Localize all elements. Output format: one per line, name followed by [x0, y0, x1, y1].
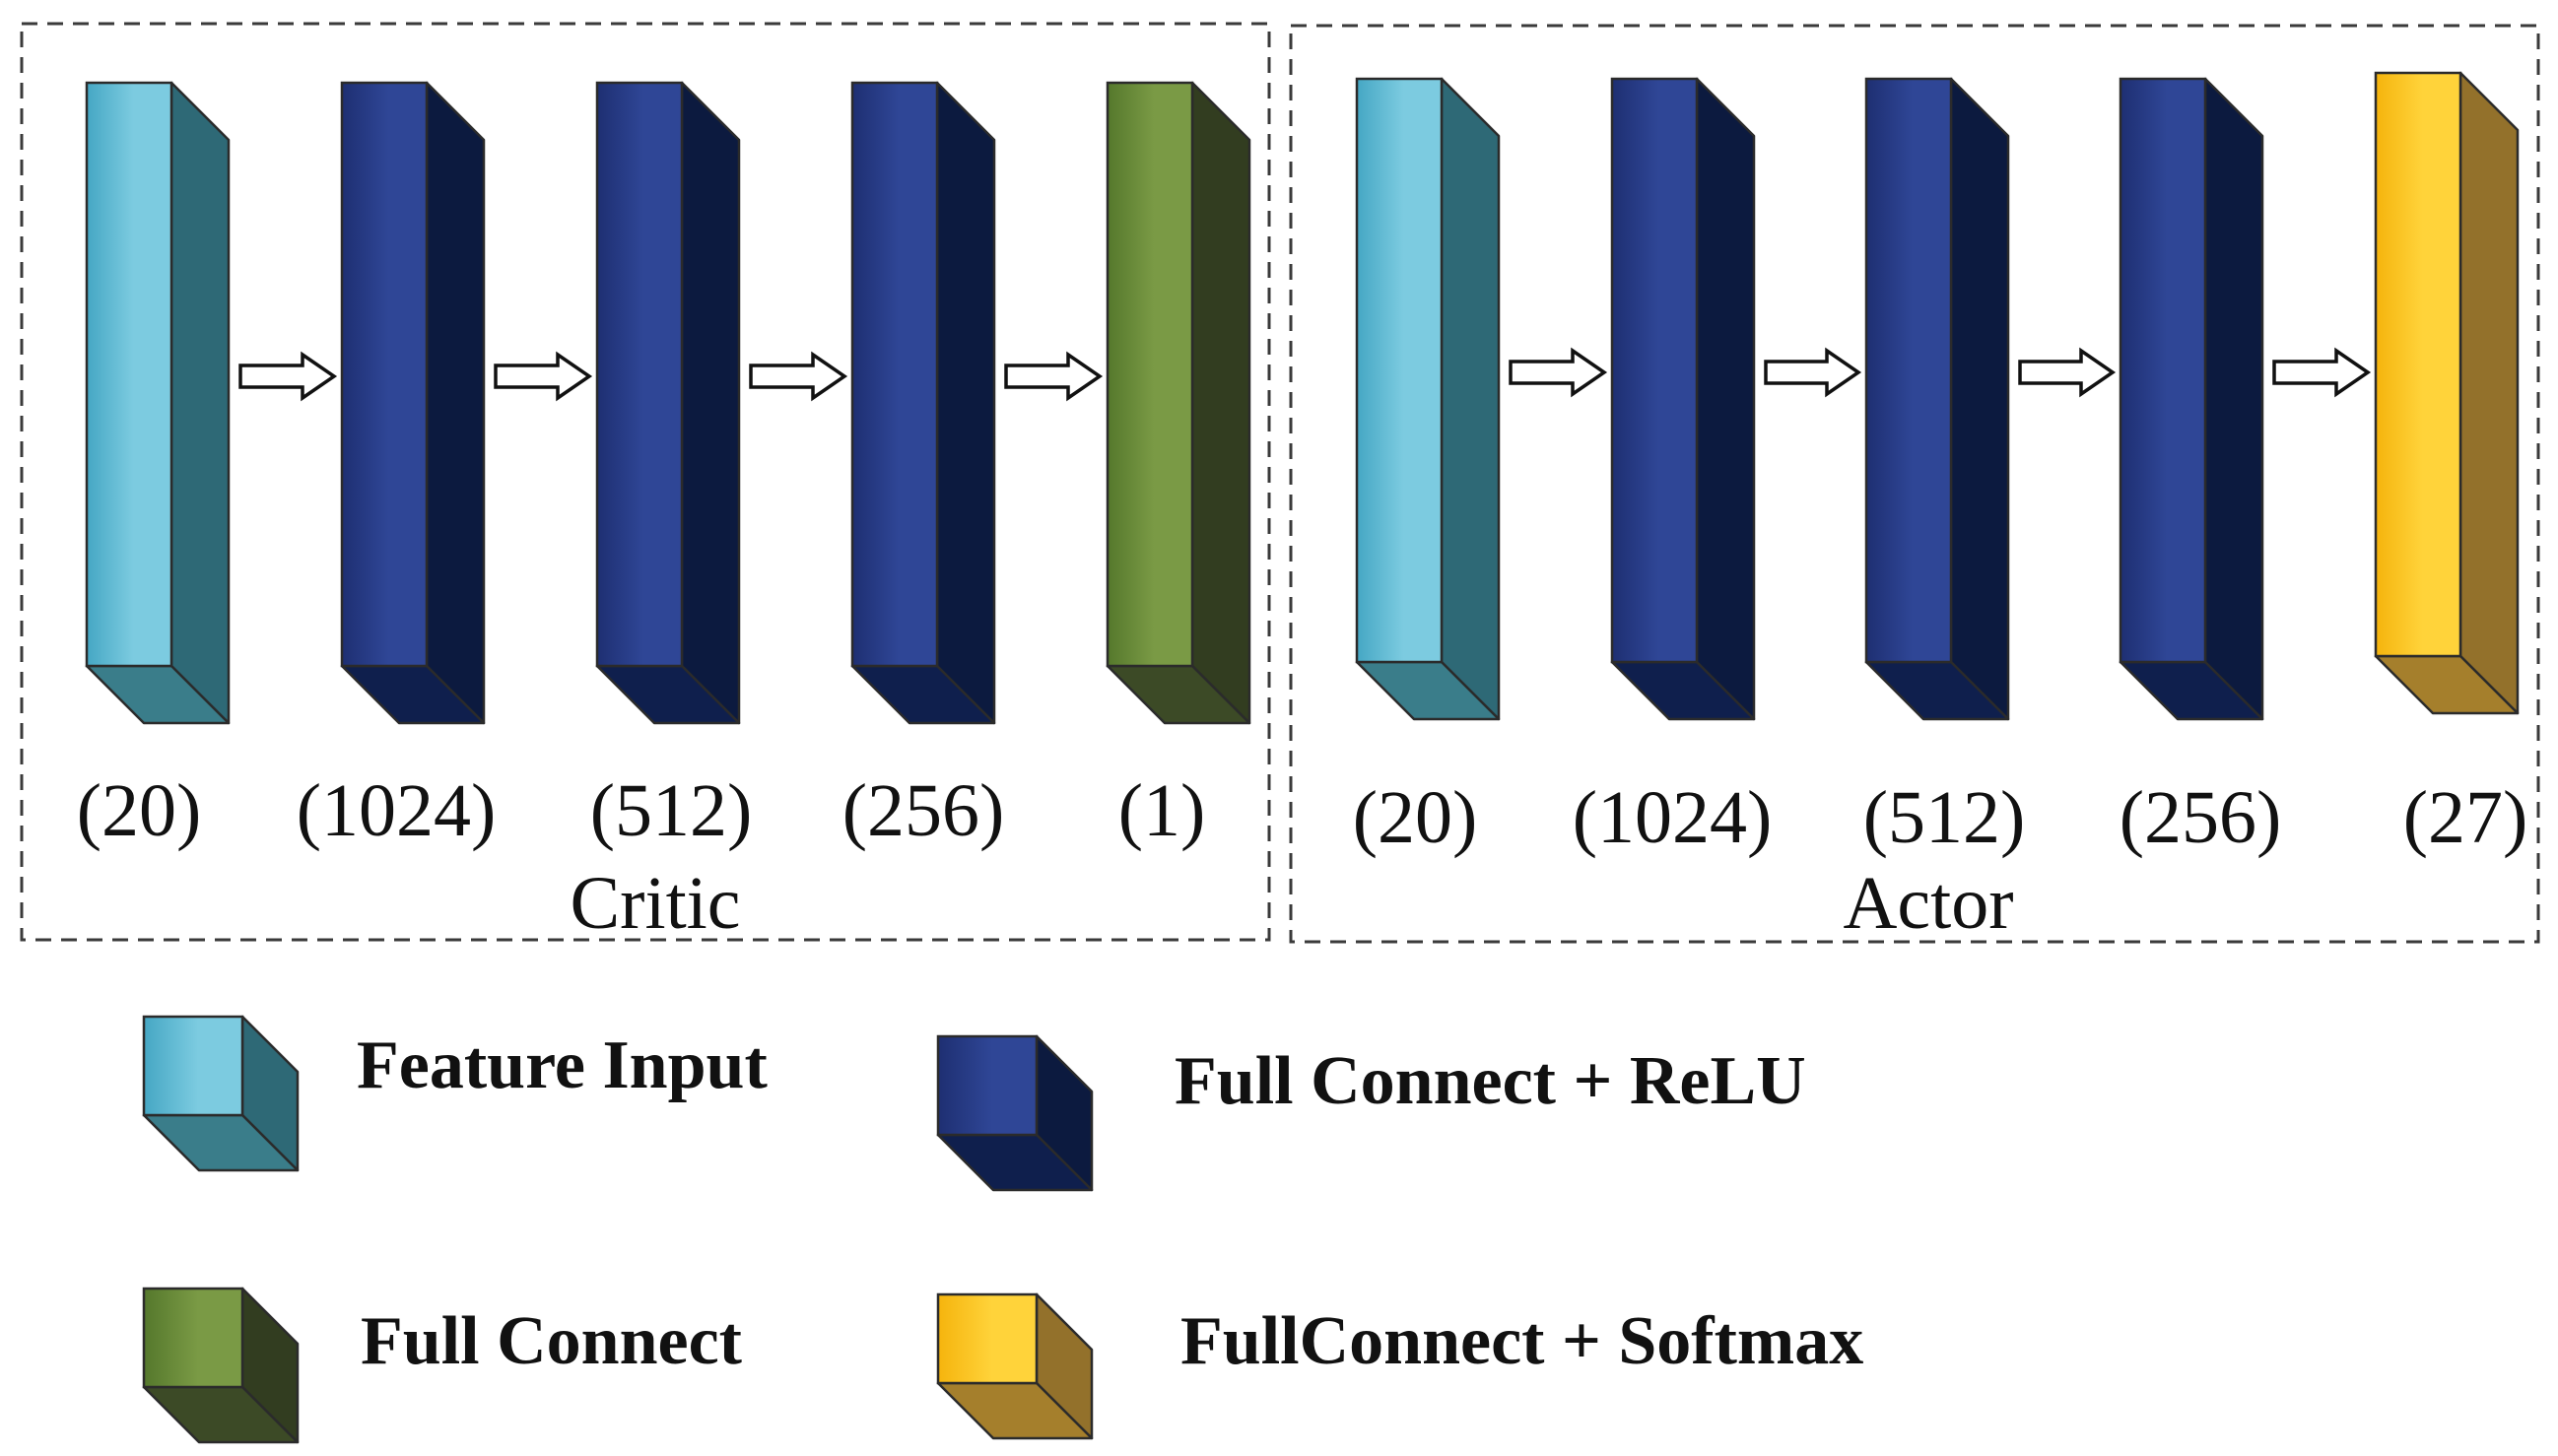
legend-item-full-connect: Full Connect — [142, 1287, 742, 1444]
actor-layers — [1355, 71, 2520, 721]
legend-3-cube — [936, 1292, 1094, 1440]
legend-1-cube — [936, 1034, 1094, 1192]
critic-layer-1-block-side-face — [169, 81, 231, 725]
critic-panel-border — [20, 22, 1271, 942]
legend-item-full-connect-softmax: FullConnect + Softmax — [936, 1292, 1863, 1440]
critic-layer-2-size-label: (1024) — [297, 769, 497, 852]
legend-label-full-connect-relu: Full Connect + ReLU — [1175, 1043, 1806, 1119]
full-connect-relu-legend-icon — [936, 1034, 1094, 1192]
actor-layer-5-block — [2374, 71, 2520, 715]
actor-layer-3-block — [1864, 77, 2010, 721]
critic-layer-4-size-label: (256) — [842, 769, 1005, 852]
full-connect-legend-icon — [142, 1287, 300, 1444]
feature-input-legend-icon — [142, 1015, 300, 1172]
actor-layer-4-size-label: (256) — [2120, 776, 2282, 859]
critic-layer-4-block — [850, 81, 996, 725]
critic-arrow-1-to-2 — [238, 351, 338, 402]
actor-layer-5-size-label: (27) — [2403, 776, 2528, 859]
legend-label-feature-input: Feature Input — [357, 1027, 768, 1103]
critic-layer-5-block-side-face — [1190, 81, 1251, 725]
critic-arrow-2-to-3 — [494, 351, 593, 402]
legend-item-full-connect-relu: Full Connect + ReLU — [936, 1034, 1806, 1192]
actor-layer-4-block — [2119, 77, 2264, 721]
actor-layer-4-block-front-face — [2119, 77, 2207, 664]
legend-0-cube — [142, 1015, 300, 1172]
critic-arrows — [238, 351, 1104, 402]
actor-layer-2-block-front-face — [1610, 77, 1699, 664]
legend-1-cube-front-face — [936, 1034, 1039, 1137]
actor-layer-1-size-label: (20) — [1353, 776, 1478, 859]
critic-panel-label: Critic — [570, 862, 740, 945]
actor-size-labels: (20) (1024) (512) (256) (27) — [1353, 776, 2528, 859]
actor-layer-5-block-side-face — [2458, 71, 2520, 715]
actor-layer-2-size-label: (1024) — [1573, 776, 1773, 859]
critic-panel: (20) (1024) (512) (256) (1) Critic — [20, 22, 1271, 945]
actor-layer-4-block-side-face — [2203, 77, 2264, 721]
actor-layer-3-size-label: (512) — [1863, 776, 2026, 859]
critic-layer-1-block — [85, 81, 231, 725]
critic-layer-2-block — [340, 81, 486, 725]
critic-layer-2-block-side-face — [425, 81, 486, 725]
actor-layer-3-block-side-face — [1949, 77, 2010, 721]
critic-layer-5-block — [1106, 81, 1251, 725]
critic-layer-2-block-front-face — [340, 81, 429, 668]
actor-arrow-2-to-3 — [1764, 347, 1862, 398]
legend-2-cube-front-face — [142, 1287, 244, 1389]
critic-layer-5-size-label: (1) — [1118, 769, 1206, 852]
legend-label-full-connect-softmax: FullConnect + Softmax — [1180, 1303, 1863, 1379]
critic-layer-1-size-label: (20) — [77, 769, 202, 852]
actor-arrows — [1509, 347, 2372, 398]
actor-layer-1-block-front-face — [1355, 77, 1444, 664]
legend-item-feature-input: Feature Input — [142, 1015, 768, 1172]
critic-layers — [85, 81, 1251, 725]
actor-layer-5-block-front-face — [2374, 71, 2462, 658]
critic-arrow-4-to-5 — [1004, 351, 1104, 402]
actor-panel: (20) (1024) (512) (256) (27) Actor — [1289, 24, 2540, 945]
actor-layer-1-block — [1355, 77, 1501, 721]
actor-panel-label: Actor — [1843, 862, 2013, 945]
full-connect-softmax-legend-icon — [936, 1292, 1094, 1440]
actor-panel-border — [1289, 24, 2540, 944]
legend-label-full-connect: Full Connect — [361, 1303, 742, 1379]
critic-layer-1-block-front-face — [85, 81, 173, 668]
critic-arrow-3-to-4 — [749, 351, 848, 402]
critic-layer-3-block-side-face — [680, 81, 741, 725]
legend-2-cube — [142, 1287, 300, 1444]
critic-layer-3-block — [595, 81, 741, 725]
critic-layer-4-block-front-face — [850, 81, 939, 668]
actor-layer-3-block-front-face — [1864, 77, 1953, 664]
actor-arrow-3-to-4 — [2018, 347, 2117, 398]
actor-layer-1-block-side-face — [1440, 77, 1501, 721]
actor-arrow-4-to-5 — [2272, 347, 2372, 398]
actor-arrow-1-to-2 — [1509, 347, 1608, 398]
actor-layer-2-block — [1610, 77, 1756, 721]
critic-layer-5-block-front-face — [1106, 81, 1194, 668]
critic-size-labels: (20) (1024) (512) (256) (1) — [77, 769, 1206, 852]
critic-layer-4-block-side-face — [935, 81, 996, 725]
legend-0-cube-front-face — [142, 1015, 244, 1117]
legend: Feature Input Full Connect + ReLU Full C… — [142, 1015, 1863, 1444]
legend-3-cube-front-face — [936, 1292, 1039, 1385]
actor-layer-2-block-side-face — [1695, 77, 1756, 721]
critic-layer-3-size-label: (512) — [590, 769, 753, 852]
critic-layer-3-block-front-face — [595, 81, 684, 668]
